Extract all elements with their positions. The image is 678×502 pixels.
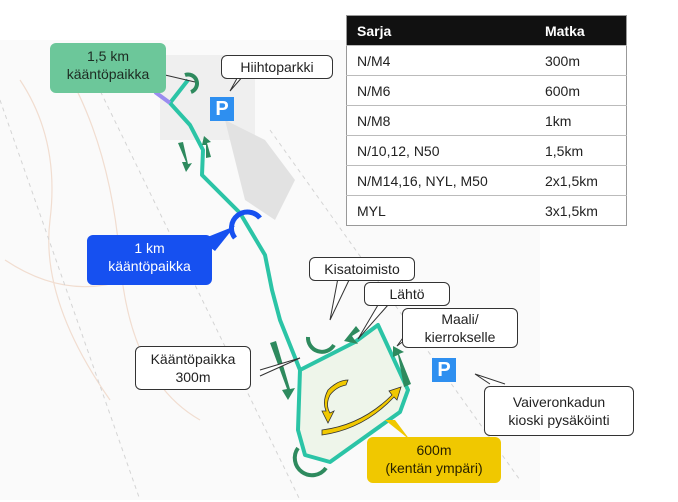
header-series: Sarja xyxy=(346,15,535,46)
parking-north-callout: Hiihtoparkki xyxy=(221,55,333,79)
callout-pointer xyxy=(385,420,410,440)
callout-line: 1,5 km xyxy=(86,48,129,64)
cell-series: N/M8 xyxy=(346,105,535,136)
arrow-up-icon xyxy=(202,136,211,158)
yellow-arrow-left-icon xyxy=(321,379,349,424)
arrow-down-icon xyxy=(178,142,192,172)
callout-line: 300m xyxy=(175,369,211,385)
route-line xyxy=(168,78,190,105)
parking-south-callout: Vaiveronkadun kioski pysäköinti xyxy=(484,386,634,436)
cell-series: N/10,12, N50 xyxy=(346,135,535,166)
paths xyxy=(0,69,521,501)
table-header: Sarja Matka xyxy=(346,15,627,46)
callout-pointer xyxy=(329,277,351,321)
callout-line: kääntöpaikka xyxy=(66,66,150,82)
cell-distance: 3x1,5km xyxy=(534,195,627,226)
turnaround-1km-callout: 1 km kääntöpaikka xyxy=(87,235,212,285)
route-main xyxy=(168,101,410,464)
start-callout: Lähtö xyxy=(364,282,450,306)
turnaround-bottom-icon xyxy=(292,446,328,478)
office-callout: Kisatoimisto xyxy=(309,257,415,281)
callout-text: Hiihtoparkki xyxy=(240,59,314,75)
cell-distance: 1,5km xyxy=(534,135,627,166)
callout-line: Maali/ xyxy=(441,311,479,327)
callout-line: 1 km xyxy=(134,240,165,256)
callout-line: kioski pysäköinti xyxy=(508,412,610,428)
parking-south-icon: P xyxy=(432,358,456,382)
callout-line: Kääntöpaikka xyxy=(150,351,236,367)
loop-arrows xyxy=(321,379,402,436)
callout-pointer xyxy=(164,74,196,83)
cell-series: MYL xyxy=(346,195,535,226)
callout-pointer xyxy=(259,357,301,377)
callout-line: kierrokselle xyxy=(424,329,496,345)
cell-distance: 1km xyxy=(534,105,627,136)
route-segment xyxy=(153,90,172,105)
callout-line: 600m xyxy=(416,442,452,458)
header-distance: Matka xyxy=(534,15,627,46)
yellow-arrow-right-icon xyxy=(321,386,402,436)
callout-line: (kentän ympäri) xyxy=(385,460,483,476)
callout-line: Vaiveronkadun xyxy=(512,394,606,410)
building xyxy=(225,120,295,220)
arrow-down-left-icon xyxy=(270,341,295,400)
turnaround-15-icon xyxy=(184,72,199,94)
callout-pointer xyxy=(357,304,389,340)
callout-text: Kisatoimisto xyxy=(324,261,400,277)
turnaround-300m-callout: Kääntöpaikka 300m xyxy=(135,346,251,390)
cell-distance: 2x1,5km xyxy=(534,165,627,196)
parking-north-icon: P xyxy=(210,97,234,121)
finish-callout: Maali/ kierrokselle xyxy=(402,308,518,348)
loop-600m-callout: 600m (kentän ympäri) xyxy=(367,437,501,483)
cell-series: N/M6 xyxy=(346,75,535,106)
callout-line: kääntöpaikka xyxy=(108,258,191,274)
cell-series: N/M4 xyxy=(346,45,535,76)
direction-arrows xyxy=(178,136,411,400)
turnaround-1km-icon xyxy=(229,209,262,240)
turnaround-15km-callout: 1,5 km kääntöpaikka xyxy=(50,43,166,93)
arrow-start-icon xyxy=(344,326,360,344)
cell-distance: 600m xyxy=(534,75,627,106)
callout-pointer xyxy=(474,373,506,385)
cell-distance: 300m xyxy=(534,45,627,76)
arrow-up-right-icon xyxy=(393,346,411,387)
cell-series: N/M14,16, NYL, M50 xyxy=(346,165,535,196)
callout-text: Lähtö xyxy=(389,286,425,302)
turnaround-office-icon xyxy=(306,336,336,354)
